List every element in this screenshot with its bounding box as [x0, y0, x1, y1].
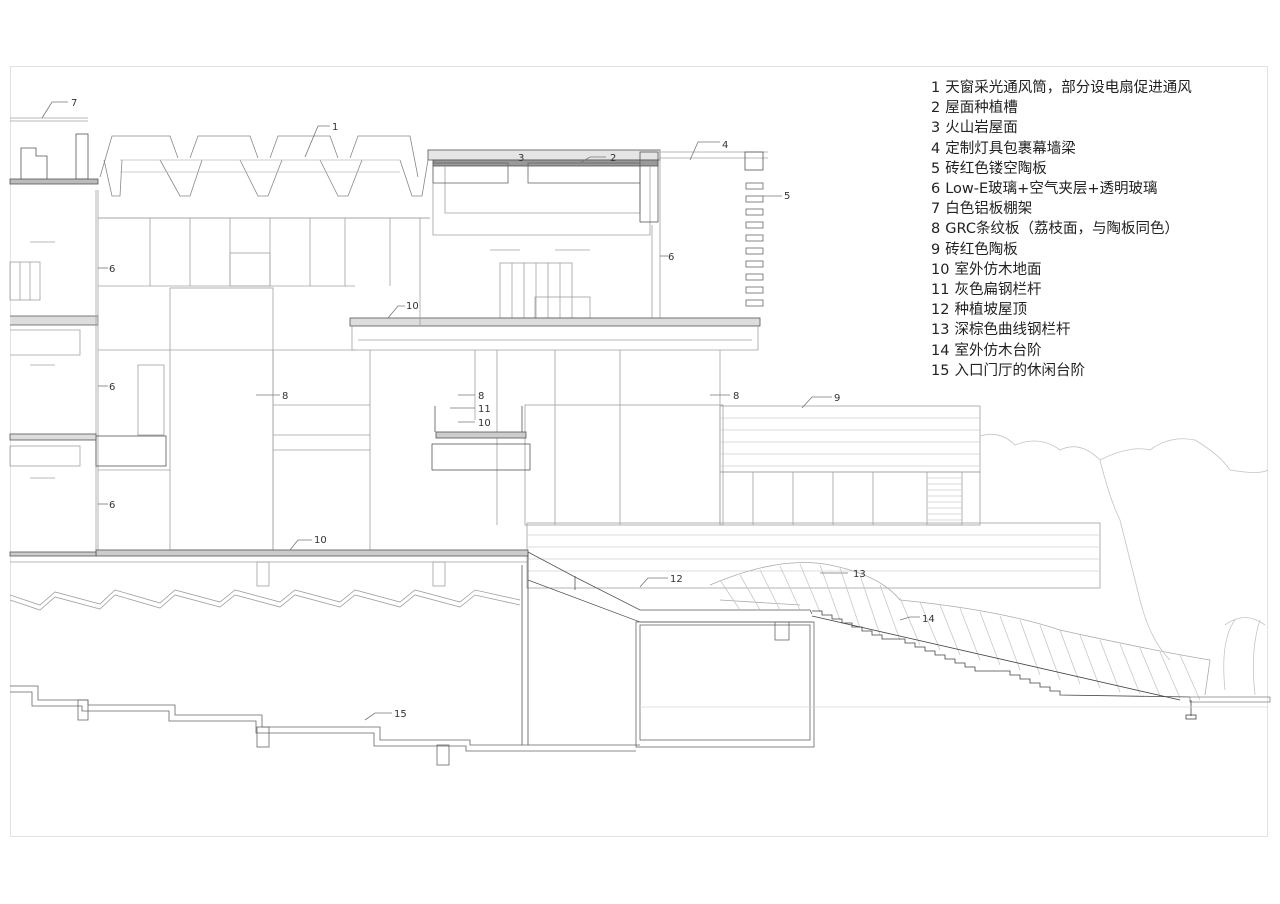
svg-text:6: 6 — [668, 252, 674, 263]
svg-text:11: 11 — [478, 404, 491, 415]
sloped-roof — [521, 551, 813, 745]
svg-text:8: 8 — [478, 391, 484, 402]
svg-text:12: 12 — [670, 574, 683, 585]
svg-text:10: 10 — [406, 301, 419, 312]
svg-text:1: 1 — [332, 122, 338, 133]
curved-railing — [709, 562, 1211, 701]
ground-slab — [9, 549, 529, 611]
basement — [635, 621, 815, 748]
trees — [979, 433, 1269, 696]
skylight-funnels — [98, 135, 430, 219]
svg-text:5: 5 — [784, 191, 790, 202]
svg-text:15: 15 — [394, 709, 407, 720]
svg-text:10: 10 — [314, 535, 327, 546]
floor-slab-2 — [10, 285, 761, 356]
svg-text:7: 7 — [71, 98, 77, 109]
svg-text:2: 2 — [610, 153, 616, 164]
svg-text:6: 6 — [109, 264, 115, 275]
glass-curtain — [9, 190, 421, 552]
pergola — [10, 117, 89, 180]
svg-text:13: 13 — [853, 569, 866, 580]
svg-text:14: 14 — [922, 614, 935, 625]
callout-labels: 7 1 3 2 4 5 6 6 6 6 10 8 8 11 10 8 9 10 … — [71, 98, 935, 720]
svg-text:8: 8 — [282, 391, 288, 402]
svg-text:10: 10 — [478, 418, 491, 429]
drawing-frame — [10, 66, 1268, 837]
svg-text:6: 6 — [109, 500, 115, 511]
balcony-mid — [431, 406, 531, 471]
svg-text:6: 6 — [109, 382, 115, 393]
grc-panels — [9, 287, 724, 551]
perforated-panels — [745, 182, 764, 307]
svg-text:3: 3 — [518, 153, 524, 164]
svg-text:9: 9 — [834, 393, 840, 404]
upper-block — [427, 149, 768, 325]
svg-text:8: 8 — [733, 391, 739, 402]
brick-block — [526, 405, 1101, 589]
stepped-seating — [10, 685, 640, 766]
wood-steps — [811, 610, 1271, 720]
svg-text:4: 4 — [722, 140, 728, 151]
leader-lines — [41, 101, 920, 721]
